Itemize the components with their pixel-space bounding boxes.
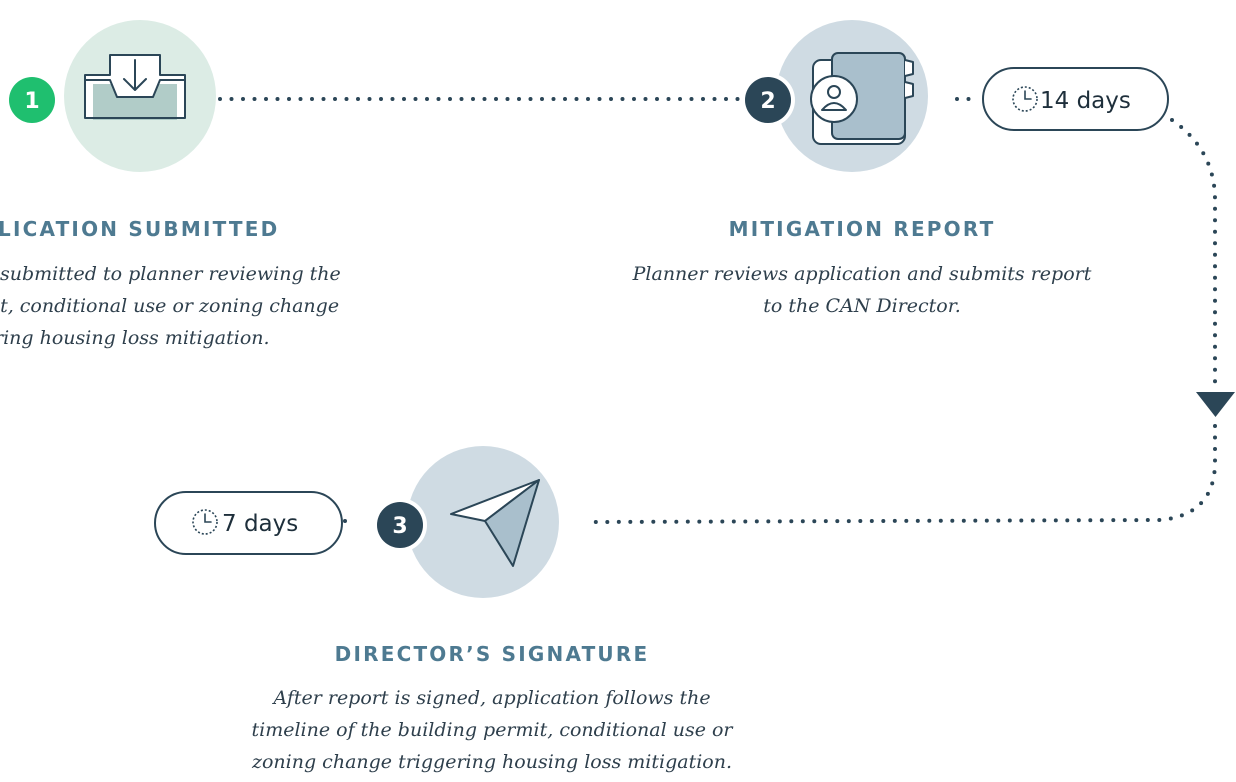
- person-folder-icon: [810, 52, 914, 145]
- step-3-description: After report is signed, application foll…: [251, 682, 732, 778]
- step-3-title: DIRECTOR’S SIGNATURE: [334, 642, 650, 666]
- step-3-circle: [407, 446, 559, 598]
- step-2-line-1: Planner reviews application and submits …: [632, 263, 1092, 285]
- step-1-line-1: submitted to planner reviewing the: [0, 263, 341, 285]
- connector-down-to-3: [588, 424, 1217, 524]
- step-3-line-3: zoning change triggering housing loss mi…: [251, 751, 732, 773]
- arrowhead-down: [1196, 392, 1235, 417]
- duration-label: 14 days: [1040, 88, 1131, 114]
- step-3-line-1: After report is signed, application foll…: [273, 687, 711, 709]
- step-1-line-3: ring housing loss mitigation.: [0, 327, 270, 349]
- step-2-title: MITIGATION REPORT: [728, 217, 996, 241]
- step-1-title: LICATION SUBMITTED: [0, 217, 280, 241]
- step-2-node: 2 14 days: [741, 20, 1169, 172]
- paper-plane-icon: [450, 479, 540, 567]
- step-3-number: 3: [392, 514, 407, 539]
- duration-pill-7-days: 7 days: [154, 491, 343, 555]
- step-1-description: submitted to planner reviewing the it, c…: [0, 258, 341, 354]
- step-1-line-2: it, conditional use or zoning change: [0, 295, 340, 317]
- step-1-number: 1: [24, 89, 39, 114]
- clock-icon: [1012, 86, 1038, 112]
- clock-icon: [192, 509, 218, 535]
- duration-label: 7 days: [222, 511, 298, 537]
- duration-pill-14-days: 14 days: [982, 67, 1169, 131]
- inbox-tray-icon: [84, 54, 186, 120]
- connector-right-curve: [1170, 118, 1217, 386]
- step-2-number: 2: [760, 89, 775, 114]
- step-3-node: 3 7 days: [154, 446, 559, 598]
- step-2-line-2: to the CAN Director.: [763, 295, 961, 317]
- step-2-description: Planner reviews application and submits …: [633, 258, 1092, 322]
- step-3-line-2: timeline of the building permit, conditi…: [251, 719, 733, 741]
- step-1-node: 1: [5, 20, 216, 172]
